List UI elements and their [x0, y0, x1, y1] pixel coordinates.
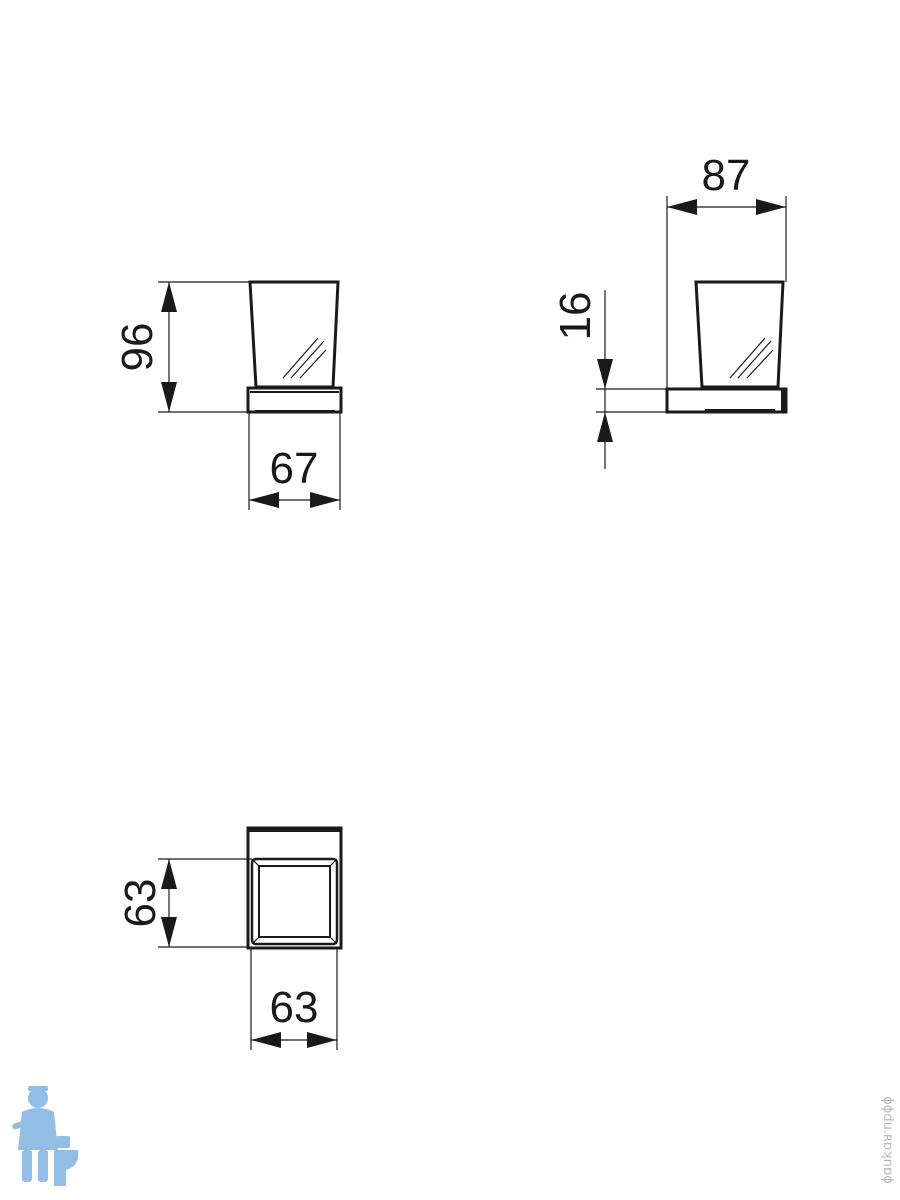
side-glass	[694, 280, 785, 389]
side-base-dimension: 16	[551, 290, 667, 469]
top-glass-inner	[258, 865, 331, 938]
top-depth-label: 63	[116, 879, 165, 928]
top-view: 63 63	[116, 826, 343, 1050]
side-view: 87 16	[551, 151, 788, 469]
side-base	[665, 387, 788, 414]
watermark-text: ɸɸdu.ʀɒʞnɒɸ	[880, 1096, 895, 1184]
side-depth-dimension: 87	[666, 151, 787, 389]
side-glass-reflection	[729, 337, 774, 379]
side-base-label: 16	[551, 292, 600, 341]
top-depth-dimension: 63	[116, 858, 252, 948]
plumber-mascot-icon	[12, 1086, 79, 1186]
top-width-label: 63	[270, 983, 319, 1032]
front-height-label: 96	[113, 323, 162, 372]
top-width-dimension: 63	[250, 947, 338, 1050]
front-height-dimension: 96	[113, 281, 250, 413]
front-glass-reflection	[282, 337, 327, 379]
front-width-dimension: 67	[248, 412, 341, 510]
front-view: 96 67	[113, 280, 343, 510]
front-width-label: 67	[270, 444, 319, 493]
front-glass	[248, 280, 340, 389]
side-depth-label: 87	[702, 151, 751, 200]
